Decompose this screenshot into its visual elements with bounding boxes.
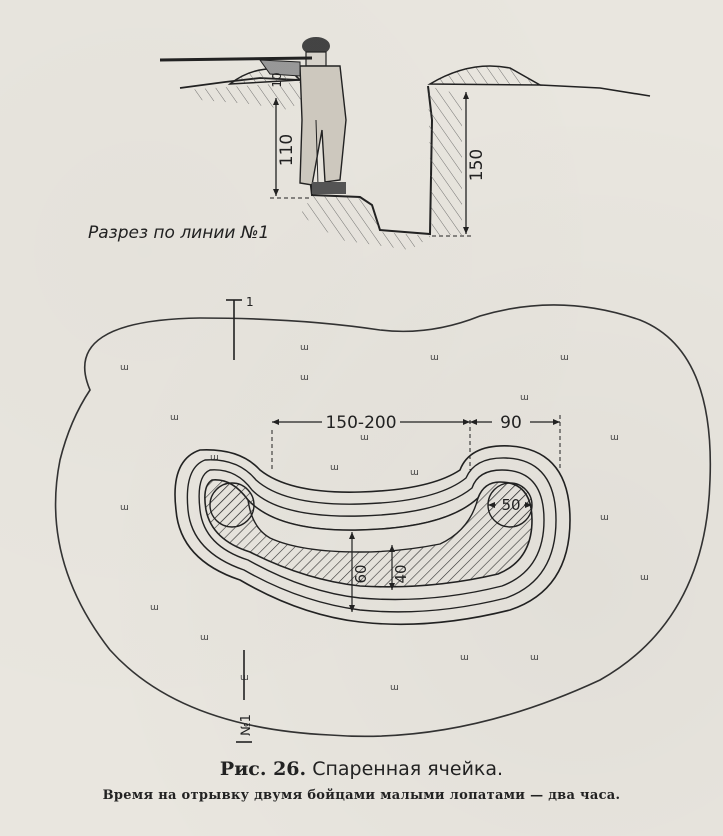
niche-left: [209, 482, 255, 528]
figure-title-text: Спаренная ячейка.: [312, 758, 504, 780]
line-marker-bottom-label: №1: [239, 714, 254, 736]
section-caption: Разрез по линии №1: [88, 223, 270, 243]
dim-40-label: 40: [392, 564, 410, 583]
dim-90: 90: [470, 413, 561, 470]
svg-text:ɯ: ɯ: [300, 343, 309, 353]
firing-step: [246, 495, 480, 553]
soldier-figure: [159, 37, 347, 194]
parapet-ring-outer: [174, 445, 571, 626]
figure-title: Рис. 26. Спаренная ячейка.: [0, 758, 723, 780]
svg-text:ɯ: ɯ: [560, 353, 569, 363]
section-line-marker-bottom: №1: [236, 650, 254, 743]
svg-text:ɯ: ɯ: [210, 453, 219, 463]
section-line-marker-top: 1: [226, 295, 254, 360]
soil-left: [185, 82, 305, 110]
dim-150-200-label: 150-200: [325, 413, 396, 433]
svg-text:ɯ: ɯ: [600, 513, 609, 523]
dim-150: 150: [432, 92, 487, 237]
svg-text:ɯ: ɯ: [460, 653, 469, 663]
svg-text:ɯ: ɯ: [390, 683, 399, 693]
svg-text:ɯ: ɯ: [430, 353, 439, 363]
svg-text:ɯ: ɯ: [530, 653, 539, 663]
svg-text:ɯ: ɯ: [120, 363, 129, 373]
svg-text:ɯ: ɯ: [150, 603, 159, 613]
parapet-right: [427, 65, 543, 86]
figure-label: Рис. 26.: [219, 758, 307, 780]
svg-text:ɯ: ɯ: [330, 463, 339, 473]
svg-text:ɯ: ɯ: [200, 633, 209, 643]
svg-text:ɯ: ɯ: [300, 373, 309, 383]
dim-60-label: 60: [352, 564, 370, 583]
soil-under: [300, 196, 432, 250]
svg-text:ɯ: ɯ: [410, 468, 419, 478]
dim-50: 50: [488, 496, 532, 514]
ground-surface-right: [539, 84, 651, 97]
svg-text:ɯ: ɯ: [120, 503, 129, 513]
dim-110: 110: [270, 98, 312, 199]
dim-150-200: 150-200: [271, 413, 471, 470]
parapet-ring-mid: [186, 457, 557, 613]
svg-text:ɯ: ɯ: [610, 433, 619, 443]
figure-subtitle: Время на отрывку двумя бойцами малыми ло…: [102, 788, 621, 803]
parapet-ring-inner: [198, 469, 545, 601]
soil-right: [428, 86, 462, 235]
svg-text:ɯ: ɯ: [640, 573, 649, 583]
dim-110-label: 110: [277, 134, 297, 166]
plan-view: ɯɯɯ ɯɯɯ ɯɯɯ ɯɯɯ ɯɯɯ ɯɯɯ ɯɯɯ: [54, 295, 712, 743]
svg-text:ɯ: ɯ: [360, 433, 369, 443]
dim-10-label: 10: [270, 72, 284, 87]
dim-90-label: 90: [500, 413, 522, 433]
svg-text:ɯ: ɯ: [170, 413, 179, 423]
dim-150-label: 150: [467, 149, 487, 181]
mask-boundary: [54, 304, 712, 738]
dim-60: 60: [349, 532, 370, 612]
svg-text:ɯ: ɯ: [520, 393, 529, 403]
line-marker-top-label: 1: [246, 295, 254, 309]
dim-50-label: 50: [501, 496, 520, 514]
dim-40: 40: [389, 545, 410, 590]
section-view: 110 10 150: [159, 37, 651, 250]
